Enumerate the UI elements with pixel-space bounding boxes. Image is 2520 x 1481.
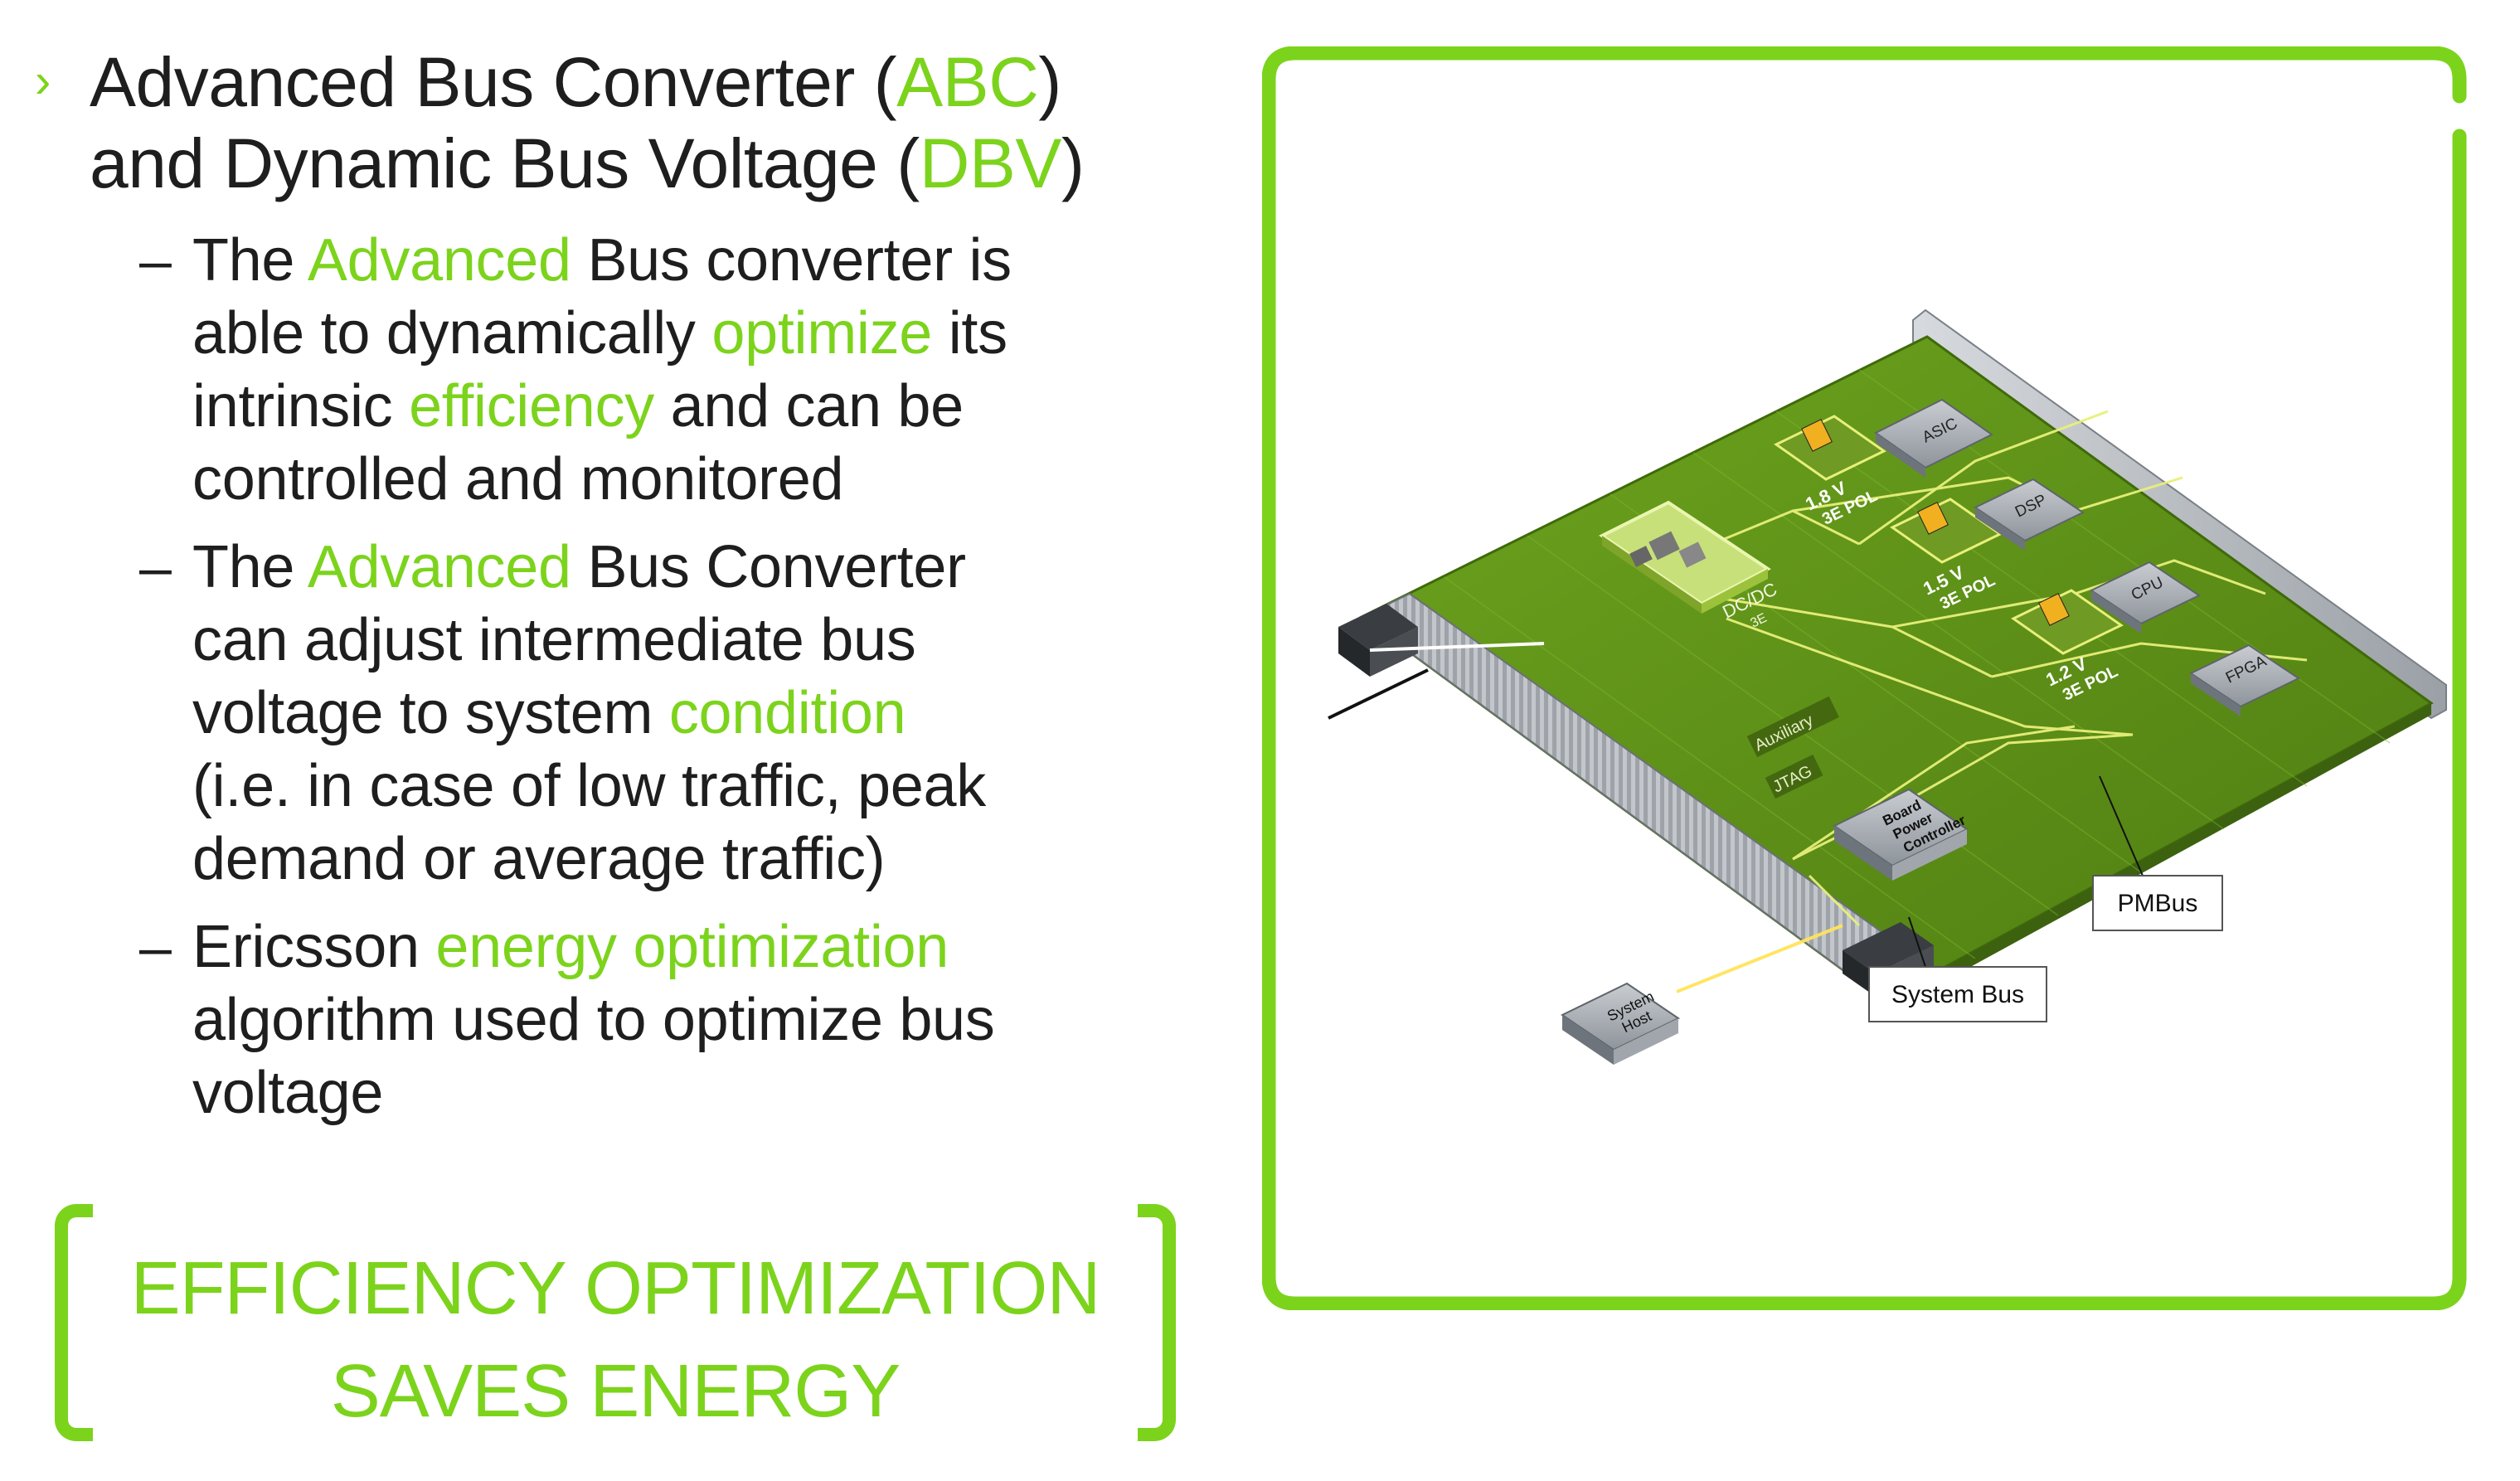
diagram-frame: DC/DC 3E 1.8 V 3E POL 1.5 V 3E POL (1262, 46, 2474, 1310)
sub-bullet-text: The Advanced Bus Converter can adjust in… (192, 534, 986, 892)
fpga-chip: FPGA (2188, 643, 2301, 716)
sub-bullet: – The Advanced Bus converter is able to … (139, 224, 1217, 516)
asic-chip: ASIC (1874, 398, 1993, 478)
dash-icon: – (139, 535, 172, 600)
right-bracket (1138, 1204, 1176, 1441)
dsp-chip: DSP (1973, 478, 2085, 551)
frame-border (1262, 46, 2467, 1310)
system-bus-callout: System Bus (1868, 966, 2047, 1022)
pol-module-1-2v: 1.2 V 3E POL (2011, 589, 2124, 705)
main-bullet-text: Advanced Bus Converter (ABC) and Dynamic… (90, 43, 1085, 202)
text-column: › Advanced Bus Converter (ABC) and Dynam… (0, 0, 1244, 1178)
svg-text:PMBus: PMBus (2118, 890, 2198, 917)
dash-icon: – (139, 228, 172, 293)
chevron-right-icon: › (35, 54, 51, 108)
callout-line-1: EFFICIENCY OPTIMIZATION (130, 1247, 1101, 1330)
dcdc-sub-label: 3E (1748, 611, 1769, 631)
board-diagram: DC/DC 3E 1.8 V 3E POL 1.5 V 3E POL (1262, 46, 2467, 1310)
system-host-chip: System Host (1561, 982, 1680, 1065)
sub-bullet-text: The Advanced Bus converter is able to dy… (192, 227, 1012, 512)
sub-bullet-list: – The Advanced Bus converter is able to … (139, 224, 1217, 1144)
left-bracket (55, 1204, 93, 1441)
svg-text:System Bus: System Bus (1891, 981, 2024, 1008)
main-bullet: › Advanced Bus Converter (ABC) and Dynam… (35, 41, 1085, 204)
cpu-chip: CPU (2089, 561, 2202, 634)
sub-bullet-text: Ericsson energy optimization algorithm u… (192, 914, 995, 1126)
callout-text: EFFICIENCY OPTIMIZATION SAVES ENERGY (93, 1237, 1138, 1443)
dash-icon: – (139, 915, 172, 979)
pmbus-callout: PMBus (2092, 875, 2223, 931)
board-power-controller: Board Power Controller (1833, 788, 1969, 881)
dcdc-module: DC/DC 3E (1599, 500, 1780, 631)
callout-box: EFFICIENCY OPTIMIZATION SAVES ENERGY (55, 1204, 1176, 1451)
sub-bullet: – Ericsson energy optimization algorithm… (139, 910, 1217, 1129)
sub-bullet: – The Advanced Bus Converter can adjust … (139, 531, 1217, 896)
callout-line-2: SAVES ENERGY (330, 1350, 901, 1433)
